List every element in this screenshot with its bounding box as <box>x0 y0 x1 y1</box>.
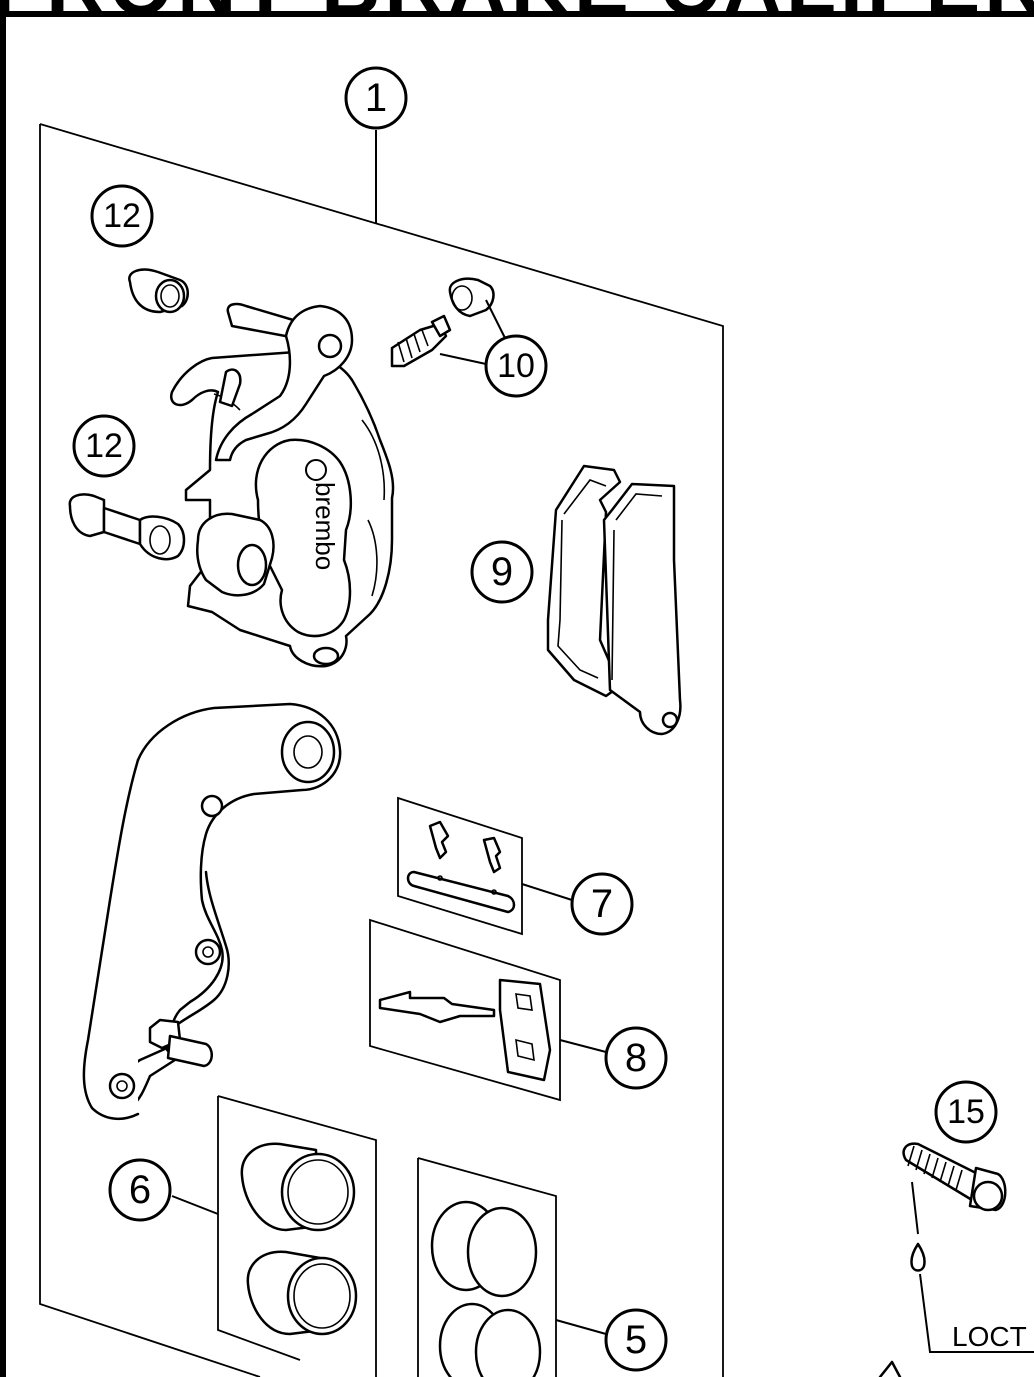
leader-lines <box>171 130 607 1335</box>
guide-pin-part-12-lower <box>68 493 186 561</box>
callout-10: 10 <box>484 334 548 398</box>
caliper-body <box>169 302 395 668</box>
callout-8-label: 8 <box>625 1036 647 1080</box>
callout-6-label: 6 <box>129 1168 151 1212</box>
loctite-label: LOCT <box>952 1321 1027 1352</box>
callout-1: 1 <box>344 66 408 130</box>
kit-panel-1 <box>39 123 724 1377</box>
callout-8: 8 <box>604 1026 668 1090</box>
bushing-part-12-upper <box>128 268 189 314</box>
callout-9-label: 9 <box>491 550 513 594</box>
spring-plate-kit-part-8 <box>369 918 561 1102</box>
callout-12-lower: 12 <box>72 414 136 478</box>
callout-5: 5 <box>604 1308 668 1372</box>
callout-12-upper: 12 <box>90 184 154 248</box>
bolt-part-15 <box>878 1142 1034 1377</box>
pin-clip-kit-part-7 <box>397 796 523 936</box>
caliper-logo-mark <box>305 459 327 481</box>
callout-7-label: 7 <box>591 882 613 926</box>
callout-6: 6 <box>108 1158 172 1222</box>
callout-15-label: 15 <box>947 1093 985 1131</box>
brake-pads-part-9 <box>546 464 682 736</box>
bleed-screw-part-10 <box>390 277 495 368</box>
callout-10-label: 10 <box>497 347 535 385</box>
callout-5-label: 5 <box>625 1318 647 1362</box>
callout-9: 9 <box>470 540 534 604</box>
callout-15: 15 <box>934 1080 998 1144</box>
callout-1-label: 1 <box>365 76 387 120</box>
seal-kit-part-5 <box>417 1157 557 1377</box>
callout-12-upper-label: 12 <box>103 197 141 235</box>
callout-12-lower-label: 12 <box>85 427 123 465</box>
callout-7: 7 <box>570 872 634 936</box>
piston-kit-part-6 <box>217 1095 377 1377</box>
caliper-bracket <box>82 702 342 1121</box>
frame-border <box>0 11 1034 1377</box>
caliper-logo: brembo <box>310 482 340 570</box>
